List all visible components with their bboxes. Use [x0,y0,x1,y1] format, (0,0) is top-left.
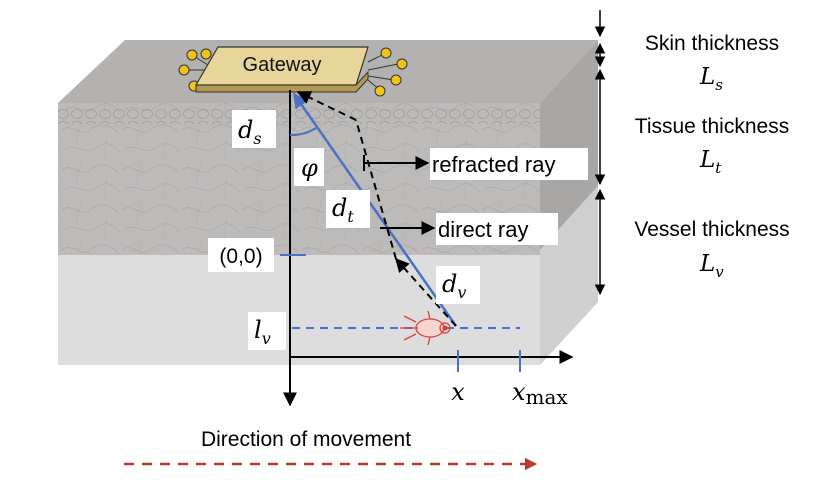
label-x: x [451,378,465,406]
label-d-v: dv [442,270,466,302]
micro-robot-icon [400,310,451,346]
label-x-max: xmax [512,378,568,409]
skin-cell-row [58,108,540,124]
movement-label: Direction of movement [201,428,411,451]
label-l-v: lv [254,316,271,348]
label-d-s: ds [238,116,262,148]
phi-angle-arc [289,127,317,137]
gateway-nodes-right [367,47,408,97]
label-d-t: dt [332,194,354,226]
math-labels: ds φ dt dv (0,0) lv x xmax [208,110,568,409]
tissue-thickness-symbol: Lt [699,147,722,177]
label-origin: (0,0) [219,245,262,268]
gateway-nodes-left [178,48,212,92]
layer-labels: Skin thickness Ls Tissue thickness Lt Ve… [634,32,789,281]
skin-thickness-title: Skin thickness [645,32,779,55]
vessel-thickness-symbol: Lv [699,251,724,281]
refracted-ray [296,91,457,327]
axes [280,90,574,407]
refracted-ray-label: refracted ray [432,152,556,177]
direct-ray-line [292,92,458,327]
tissue-thickness-title: Tissue thickness [635,115,789,138]
label-phi: φ [301,154,318,182]
gateway-box [194,46,369,86]
gateway-device: Gateway [178,46,408,97]
gateway-label: Gateway [243,54,322,76]
direct-ray-label: direct ray [438,217,528,242]
vessel-thickness-title: Vessel thickness [634,218,789,241]
skin-thickness-symbol: Ls [699,64,723,94]
vessel-side-face [540,186,598,365]
